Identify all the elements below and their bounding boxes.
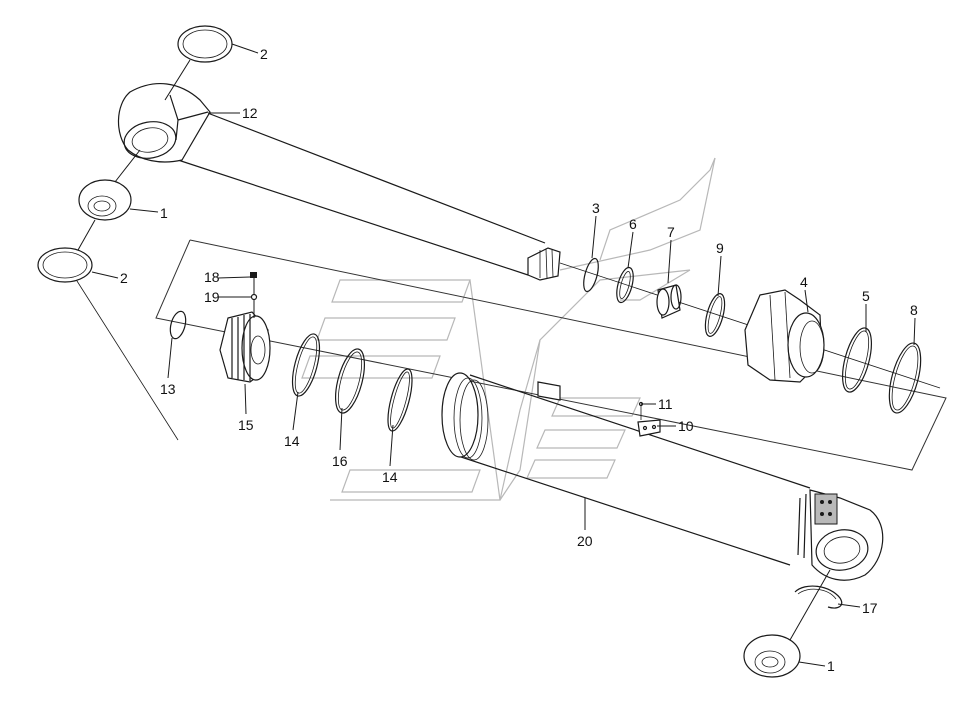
callout-2-left: 2	[120, 270, 128, 286]
callout-10: 10	[678, 418, 694, 434]
callout-labels: 2 12 1 2 3 6 7 9 4 5 8 10 11 18 19 13 15…	[120, 46, 918, 674]
piston-15	[219, 311, 271, 383]
callout-9: 9	[716, 240, 724, 256]
wear-ring-14a	[291, 333, 321, 397]
bushing-1-left	[78, 149, 141, 221]
guide-sleeve-4	[744, 289, 825, 383]
callout-18: 19	[204, 289, 220, 305]
leader-lines	[91, 43, 916, 667]
callout-20: 17	[862, 600, 878, 616]
assembly-frame	[155, 239, 947, 471]
callout-11: 11	[658, 396, 673, 412]
seal-2-left	[37, 219, 96, 283]
o-ring-13	[169, 310, 187, 340]
callout-5: 5	[862, 288, 870, 304]
callout-13: 13	[160, 381, 176, 397]
callout-1-bottom: 1	[827, 658, 835, 674]
callout-16: 16	[332, 453, 348, 469]
seal-3	[583, 257, 599, 293]
pin-18	[250, 293, 258, 301]
bushing-1-bottom	[743, 569, 831, 678]
callout-2-top: 2	[260, 46, 268, 62]
seal-9	[704, 293, 726, 337]
seal-8	[888, 342, 922, 414]
callout-6: 6	[629, 216, 637, 232]
callout-4: 4	[800, 274, 808, 290]
callout-19: 20	[577, 533, 593, 549]
seal-2-top	[164, 25, 233, 101]
seal-6	[616, 266, 634, 304]
callout-12: 12	[242, 105, 258, 121]
seal-5	[842, 327, 872, 393]
watermark-logo	[301, 157, 716, 501]
bushing-7	[656, 284, 682, 319]
callout-17: 18	[204, 269, 220, 285]
callout-3: 3	[592, 200, 600, 216]
wear-ring-14b	[387, 368, 413, 432]
snap-ring-20	[794, 585, 843, 609]
callout-8: 8	[910, 302, 918, 318]
callout-15: 15	[238, 417, 254, 433]
callout-14-left: 14	[284, 433, 300, 449]
callout-7: 7	[667, 224, 675, 240]
callout-1-left: 1	[160, 205, 168, 221]
cylinder-barrel-19	[441, 372, 884, 581]
callout-14-right: 14	[382, 469, 398, 485]
